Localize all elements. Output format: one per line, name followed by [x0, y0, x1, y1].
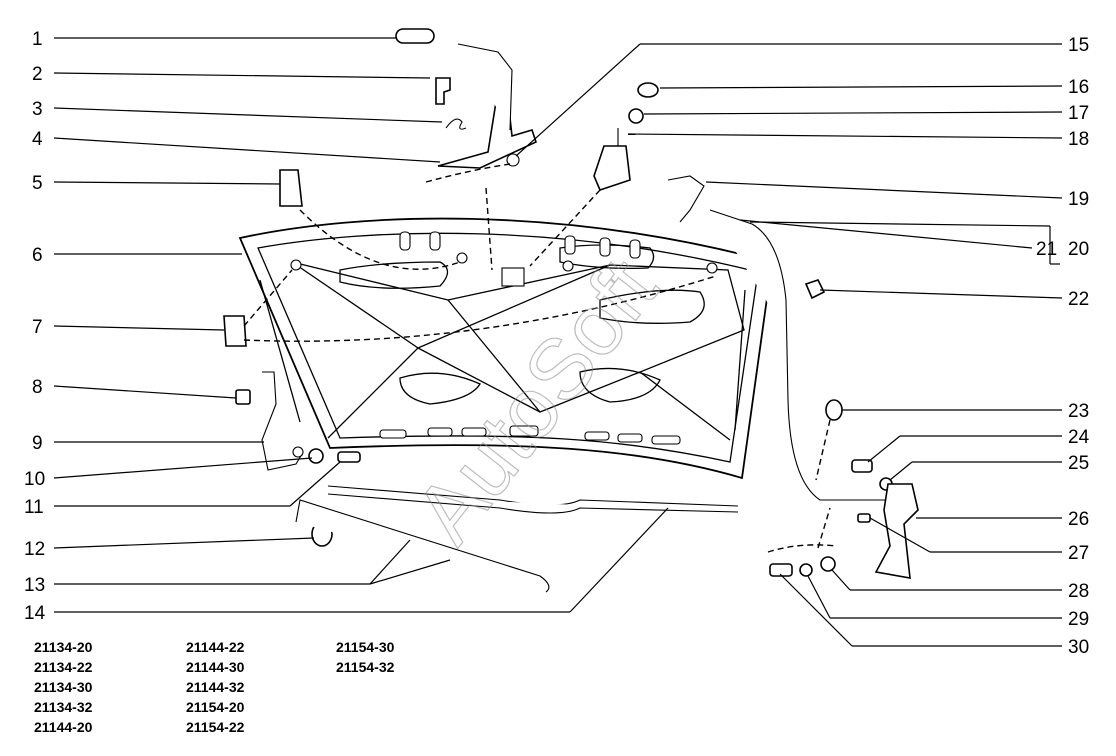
callout-3: 3: [32, 99, 43, 120]
part-3-spring: [445, 118, 467, 130]
part-8-bolt: [235, 389, 251, 405]
part-28-nut: [820, 556, 836, 572]
part-26-release-lever: [874, 483, 919, 579]
callout-20: 20: [1068, 239, 1089, 260]
part-20-cable: [709, 209, 890, 501]
model-code: 21144-22: [186, 639, 245, 655]
model-code: 21134-22: [34, 659, 93, 675]
callout-10: 10: [24, 469, 45, 490]
part-2-clip: [435, 77, 451, 105]
callout-7: 7: [32, 317, 43, 338]
model-code: 21134-30: [34, 679, 93, 695]
hood-panel: [238, 217, 774, 480]
model-code: 21134-20: [34, 639, 93, 655]
part-1-latch-button: [395, 28, 435, 44]
part-11-screw: [337, 451, 361, 463]
part-17-nut: [628, 108, 644, 124]
model-codes: 21134-20 21134-22 21134-30 21134-32 2114…: [34, 639, 395, 735]
part-14-seal: [327, 485, 739, 514]
callout-9: 9: [32, 433, 43, 454]
part-19-cable-end: [667, 175, 705, 223]
callout-5: 5: [32, 173, 43, 194]
part-23-grommet: [825, 399, 843, 421]
assembly-lines: [243, 163, 837, 553]
part-27-pin: [857, 513, 871, 523]
part-30-bolt: [769, 563, 793, 577]
callout-6: 6: [32, 245, 43, 266]
callout-29: 29: [1068, 609, 1089, 630]
callout-24: 24: [1068, 427, 1090, 448]
callout-25: 25: [1068, 453, 1089, 474]
callout-21: 21: [1036, 239, 1057, 260]
callout-12: 12: [24, 539, 45, 560]
model-code: 21144-20: [34, 719, 93, 735]
callout-22: 22: [1068, 289, 1089, 310]
callout-labels-left: 1 2 3 4 5 6 7 8 9 10 11 12 13 14: [24, 29, 46, 624]
part-9-prop-rod: [261, 371, 304, 471]
callout-14: 14: [24, 603, 46, 624]
model-code: 21154-30: [336, 639, 395, 655]
callout-13: 13: [24, 575, 45, 596]
callout-1: 1: [32, 29, 43, 50]
part-22-clip: [804, 279, 826, 300]
callout-17: 17: [1068, 103, 1089, 124]
callout-19: 19: [1068, 189, 1089, 210]
model-code: 21134-32: [34, 699, 93, 715]
callout-labels-right: 15 16 17 18 19 20 21 22 23 24 25 26 27 2…: [1036, 35, 1090, 658]
part-29-washer: [799, 563, 813, 577]
model-code: 21154-20: [186, 699, 245, 715]
callout-26: 26: [1068, 509, 1089, 530]
part-7-bumper: [223, 315, 247, 347]
part-5-bumper: [279, 169, 303, 207]
model-code: 21144-32: [186, 679, 245, 695]
model-code: 21154-32: [336, 659, 395, 675]
part-4-hook-bracket: [437, 99, 537, 169]
callout-30: 30: [1068, 637, 1089, 658]
part-rod-and-cable: [457, 43, 520, 167]
callout-15: 15: [1068, 35, 1089, 56]
part-10-nut: [308, 448, 324, 464]
part-18-buffer: [593, 128, 631, 191]
callout-16: 16: [1068, 77, 1089, 98]
part-16-washer: [637, 82, 659, 98]
callout-2: 2: [32, 64, 43, 85]
callout-8: 8: [32, 377, 43, 398]
callout-28: 28: [1068, 581, 1089, 602]
model-code: 21154-22: [186, 719, 245, 735]
callout-18: 18: [1068, 129, 1089, 150]
callout-11: 11: [24, 497, 44, 518]
callout-23: 23: [1068, 401, 1089, 422]
leader-lines: [53, 37, 1063, 647]
callout-4: 4: [32, 129, 43, 150]
model-code: 21144-30: [186, 659, 245, 675]
callout-27: 27: [1068, 543, 1089, 564]
part-24-bolt: [851, 459, 873, 473]
part-13-rod: [295, 499, 550, 593]
